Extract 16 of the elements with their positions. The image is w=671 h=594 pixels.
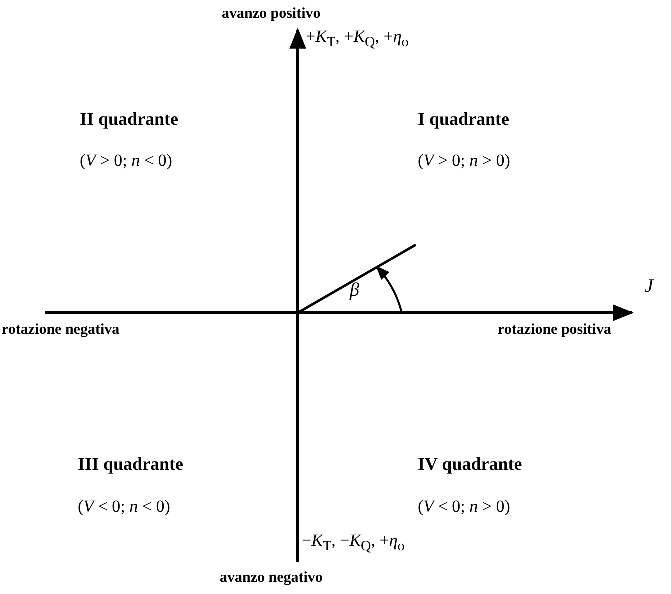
axis-label: rotazione positiva xyxy=(498,322,612,338)
quadrant-title: I quadrante xyxy=(418,110,510,130)
quadrant-title: IV quadrante xyxy=(418,455,522,475)
axis-label: avanzo positivo xyxy=(222,6,321,22)
axis-label: rotazione negativa xyxy=(2,322,120,338)
condition-text: −K$_{T}$, −K$_{Q}$, +η$_{o}$ xyxy=(302,532,405,555)
axis-label: avanzo negativo xyxy=(220,570,323,586)
condition-text: +K$_{T}$, +K$_{Q}$, +η$_{o}$ xyxy=(306,28,409,51)
quadrant-title: III quadrante xyxy=(78,455,184,475)
symbol-label: J xyxy=(645,277,654,298)
condition-text: (V < 0; n < 0) xyxy=(78,498,170,517)
condition-text: (V < 0; n > 0) xyxy=(418,498,510,517)
quadrant-title: II quadrante xyxy=(80,110,179,130)
condition-text: (V > 0; n > 0) xyxy=(418,152,510,171)
symbol-label: β xyxy=(350,281,360,302)
condition-text: (V > 0; n < 0) xyxy=(80,152,172,171)
